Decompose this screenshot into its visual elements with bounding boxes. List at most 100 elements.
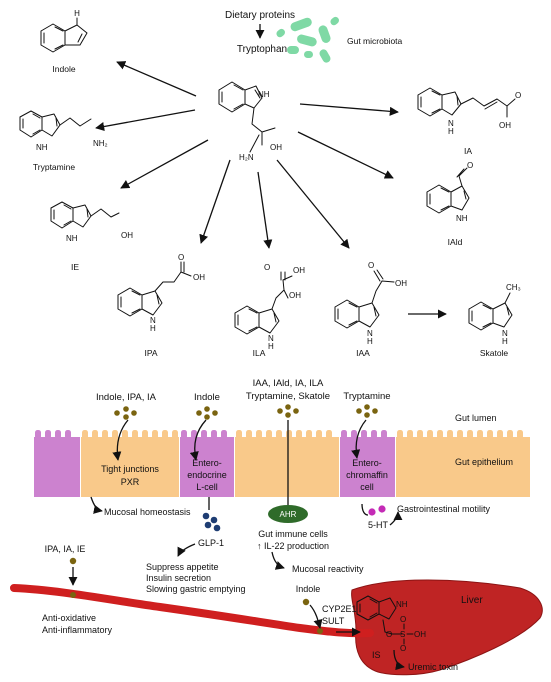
tryptophan-nh: NH bbox=[258, 90, 270, 99]
tryptamine-structure bbox=[19, 110, 92, 138]
insulin-secretion-label: Insulin secretion bbox=[146, 573, 211, 583]
tryptophan-h2n: H₂N bbox=[239, 153, 254, 162]
skatole-n: N bbox=[502, 329, 508, 338]
ecell-label-1: Entero- bbox=[352, 458, 382, 468]
label-indole-lcell: Indole bbox=[194, 392, 220, 403]
iald-label: IAld bbox=[448, 237, 463, 247]
ipa-structure bbox=[117, 261, 192, 317]
ipa-oh: OH bbox=[193, 273, 205, 282]
serotonin-dots bbox=[368, 505, 386, 516]
arrow-to-mucosal-homeostasis bbox=[90, 496, 103, 514]
glp1-label: GLP-1 bbox=[198, 538, 224, 548]
ahr-receptor bbox=[268, 505, 308, 523]
iaa-label: IAA bbox=[356, 348, 370, 358]
epithelium-cell-lcell bbox=[180, 437, 234, 497]
ila-oh2: OH bbox=[289, 291, 301, 300]
arrow-glp1-effects bbox=[177, 543, 196, 557]
liver-indole-dot bbox=[302, 598, 310, 606]
ipa-ia-ie-label: IPA, IA, IE bbox=[45, 544, 86, 554]
ila-o: O bbox=[264, 263, 270, 272]
gastro-motility-label: Gastrointestinal motility bbox=[397, 504, 491, 514]
ila-label: ILA bbox=[253, 348, 266, 358]
ie-nh: NH bbox=[66, 234, 78, 243]
antioxidative-label: Anti-oxidative bbox=[42, 613, 96, 623]
tryptophan-oh: OH bbox=[270, 143, 282, 152]
is-label: IS bbox=[372, 650, 381, 660]
label-indole-ipa-ia: Indole, IPA, IA bbox=[96, 392, 157, 403]
liver-label: Liver bbox=[461, 595, 483, 606]
lcell-label-1: Entero- bbox=[192, 458, 222, 468]
uremic-toxin-label: Uremic toxin bbox=[408, 662, 458, 672]
label-multi-2: Tryptamine, Skatole bbox=[246, 391, 330, 402]
indole-structure bbox=[40, 17, 88, 53]
ila-n: N bbox=[268, 334, 274, 343]
is-s: S bbox=[400, 630, 405, 639]
uptake-arrows bbox=[112, 419, 367, 505]
epithelium-cell-3 bbox=[235, 437, 339, 497]
arrow-to-uremic-toxin bbox=[393, 649, 405, 671]
is-nh: NH bbox=[396, 600, 408, 609]
tryptophan-label: Tryptophan bbox=[237, 44, 287, 55]
gut-epithelium bbox=[34, 430, 530, 497]
is-o3: O bbox=[400, 644, 406, 653]
label-tryptamine-ec: Tryptamine bbox=[343, 391, 390, 402]
gut-epithelium-label: Gut epithelium bbox=[455, 457, 513, 467]
dietary-proteins-label: Dietary proteins bbox=[225, 10, 295, 21]
liver-shape bbox=[351, 579, 543, 676]
suppress-appetite-label: Suppress appetite bbox=[146, 562, 219, 572]
portal-vessel bbox=[10, 584, 374, 638]
iaa-n: N bbox=[367, 329, 373, 338]
skatole-structure bbox=[468, 292, 513, 331]
arrow-ecell-to-5ht bbox=[361, 503, 369, 516]
indole-h: H bbox=[74, 9, 80, 18]
glp1-dots bbox=[202, 512, 221, 532]
ila-structure bbox=[234, 271, 293, 335]
tryptamine-nh: NH bbox=[36, 143, 48, 152]
ipa-label: IPA bbox=[144, 348, 157, 358]
iaa-oh: OH bbox=[395, 279, 407, 288]
ipa-h: H bbox=[150, 324, 156, 333]
sult-label: SULT bbox=[322, 616, 345, 626]
gut-immune-cells-label: Gut immune cells bbox=[258, 529, 328, 539]
gut-lumen-label: Gut lumen bbox=[455, 413, 497, 423]
il22-label: ↑ IL-22 production bbox=[257, 541, 329, 551]
is-o1: O bbox=[386, 630, 392, 639]
ia-n: N bbox=[448, 119, 454, 128]
tryptamine-nh2: NH₂ bbox=[93, 139, 108, 148]
arrow-5ht-to-motility bbox=[389, 511, 403, 526]
metabolite-dots bbox=[114, 404, 378, 420]
is-o2: O bbox=[400, 615, 406, 624]
arrow-to-mucosal-reactivity bbox=[271, 551, 285, 570]
skatole-label: Skatole bbox=[480, 348, 509, 358]
lcell-label-3: L-cell bbox=[196, 482, 218, 492]
indole-label: Indole bbox=[52, 64, 75, 74]
ia-structure bbox=[417, 87, 516, 118]
iald-structure bbox=[426, 167, 470, 214]
ecell-label-3: cell bbox=[360, 482, 374, 492]
epithelium-cell-ecell bbox=[340, 437, 395, 497]
ia-label: IA bbox=[464, 146, 472, 156]
epithelium-cell-2 bbox=[81, 437, 179, 497]
vessel-dot-1 bbox=[70, 592, 76, 598]
antiinflammatory-label: Anti-inflammatory bbox=[42, 625, 113, 635]
ie-oh: OH bbox=[121, 231, 133, 240]
tryptophan-structure bbox=[218, 81, 276, 153]
vessel-dot-2 bbox=[317, 628, 323, 634]
liver-indole-label: Indole bbox=[296, 584, 321, 594]
ipa-o: O bbox=[178, 253, 184, 262]
mucosal-homeostasis-label: Mucosal homeostasis bbox=[104, 507, 191, 517]
ecell-label-2: chromaffin bbox=[346, 470, 388, 480]
lcell-label-2: endocrine bbox=[187, 470, 227, 480]
skatole-ch3: CH₃ bbox=[506, 283, 521, 292]
pxr-label: PXR bbox=[121, 477, 140, 487]
ipa-n: N bbox=[150, 316, 156, 325]
ia-oh: OH bbox=[499, 121, 511, 130]
iaa-o: O bbox=[368, 261, 374, 270]
villi-tops bbox=[35, 430, 523, 439]
ia-h: H bbox=[448, 127, 454, 136]
five-ht-label: 5-HT bbox=[368, 520, 389, 530]
ie-label: IE bbox=[71, 262, 79, 272]
gut-microbiota-label: Gut microbiota bbox=[347, 36, 403, 46]
epithelium-cell-4 bbox=[396, 437, 530, 497]
is-oh: OH bbox=[414, 630, 426, 639]
